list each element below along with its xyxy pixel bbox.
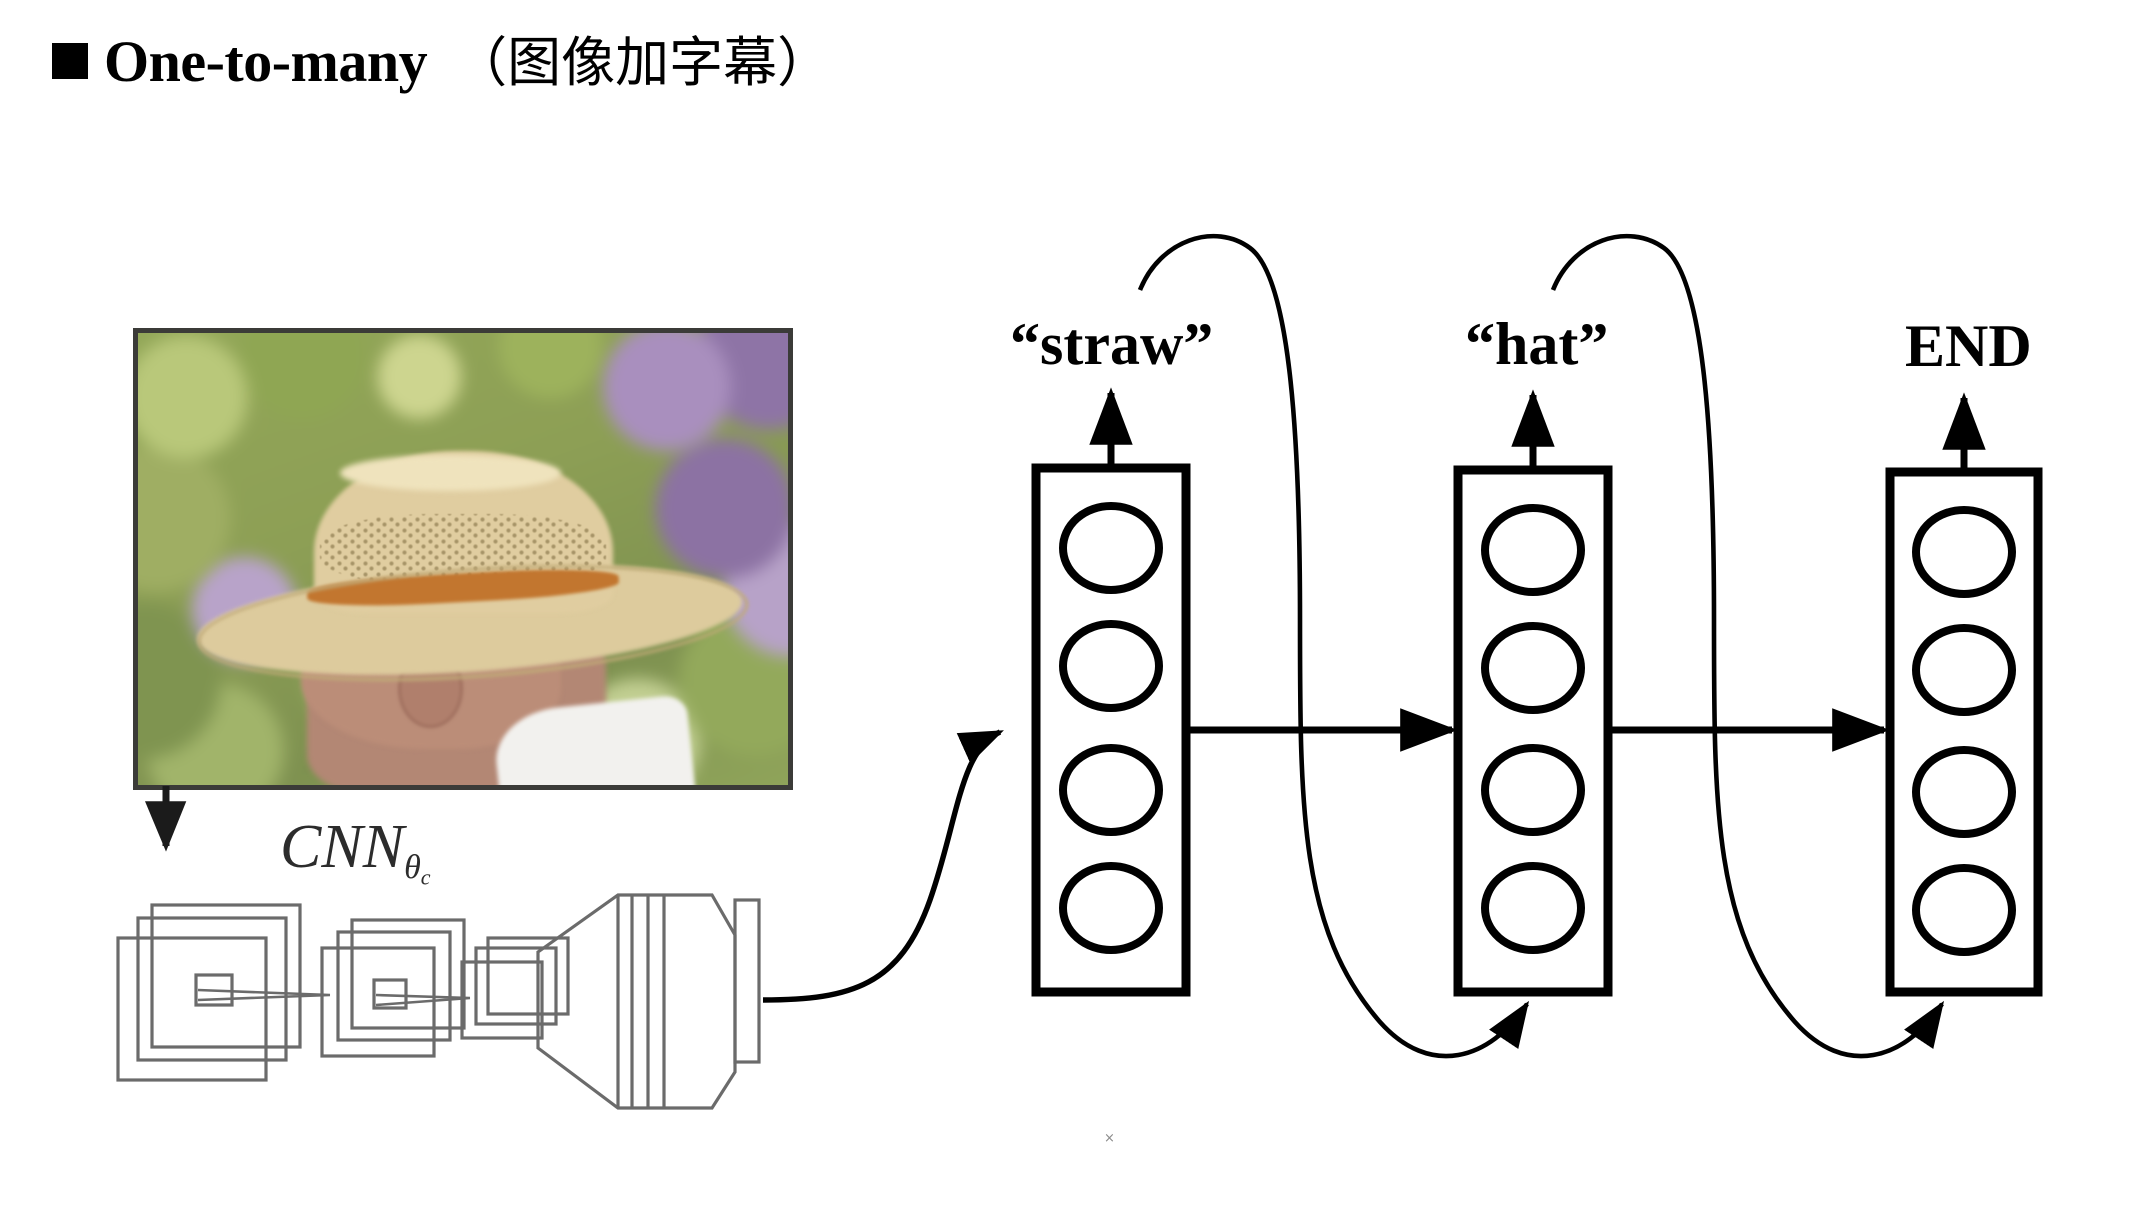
title-text-chinese: （图像加字幕） bbox=[453, 31, 832, 94]
title-text-english: One-to-many bbox=[104, 29, 428, 94]
output-word-straw: “straw” bbox=[1010, 311, 1214, 377]
feedback-curve-word2-to-cell3 bbox=[1550, 233, 1945, 1059]
output-word-hat: “hat” bbox=[1465, 311, 1609, 377]
cnn-label-subscript: θc bbox=[404, 848, 431, 890]
cnn-subscript-c: c bbox=[420, 864, 431, 890]
cnn-subscript-theta: θ bbox=[404, 848, 421, 886]
cnn-label: CNNθc bbox=[280, 812, 431, 890]
bullet-icon bbox=[52, 43, 88, 79]
output-word-end: END bbox=[1905, 313, 2032, 379]
cnn-to-rnn-curve bbox=[762, 729, 1004, 1003]
input-image-photo bbox=[133, 328, 793, 790]
rnn-cell-2 bbox=[1453, 465, 1613, 997]
rnn-cell-3 bbox=[1885, 467, 2043, 997]
page-title: One-to-many （图像加字幕） bbox=[52, 18, 831, 97]
cnn-output-block bbox=[536, 893, 761, 1110]
stray-artifact-mark: × bbox=[1104, 1131, 1115, 1146]
cnn-feature-maps bbox=[116, 903, 570, 1082]
cnn-label-text: CNN bbox=[280, 813, 405, 881]
rnn-cell-1 bbox=[1031, 463, 1191, 997]
photo-hat-highlight bbox=[339, 455, 561, 492]
